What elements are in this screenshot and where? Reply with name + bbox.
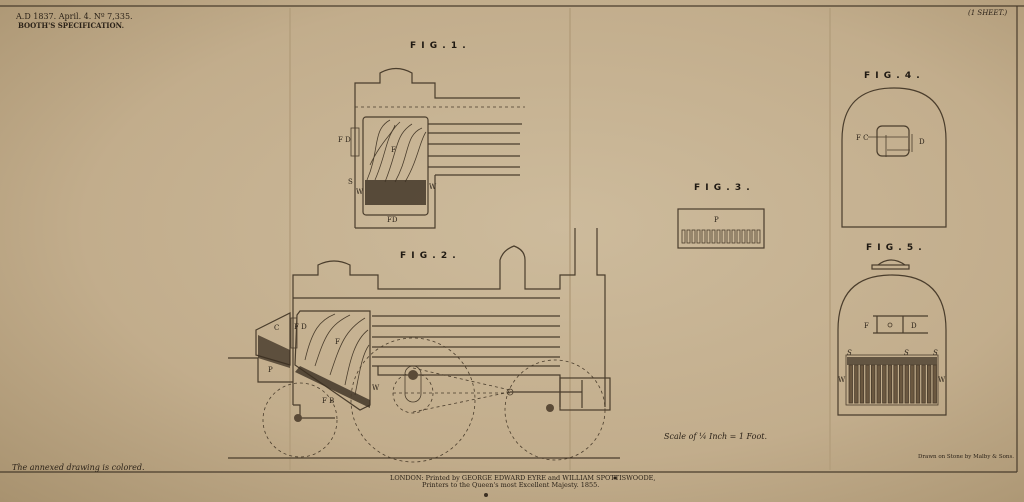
grate-bar bbox=[726, 229, 731, 244]
label: C bbox=[274, 324, 279, 332]
figure-title: F I G . 2 . bbox=[400, 251, 457, 261]
grate-bar bbox=[848, 364, 853, 404]
figure-1: F I G . 1 . F D F S W W FD bbox=[338, 41, 525, 229]
label: S bbox=[348, 178, 353, 186]
label: FD bbox=[387, 216, 398, 224]
grate-bar bbox=[696, 229, 701, 244]
sheet-count: (1 SHEET.) bbox=[968, 9, 1008, 17]
scale-note: Scale of ¼ Inch = 1 Foot. bbox=[664, 432, 768, 441]
grate-bar bbox=[876, 364, 881, 404]
grate-bar bbox=[721, 229, 726, 244]
grate-bar bbox=[927, 364, 932, 404]
label: P bbox=[268, 366, 273, 374]
grate-bar bbox=[854, 364, 859, 404]
grate-bar bbox=[871, 364, 876, 404]
label: F bbox=[335, 338, 340, 346]
label: W bbox=[372, 384, 380, 392]
label: F C bbox=[856, 134, 868, 142]
grate-bar bbox=[741, 229, 746, 244]
grate-bar bbox=[899, 364, 904, 404]
printer-line-2: Printers to the Queen's most Excellent M… bbox=[422, 481, 600, 489]
figure-4: F I G . 4 . F C D bbox=[841, 71, 947, 228]
label: F B bbox=[322, 397, 334, 405]
label: F D bbox=[338, 136, 351, 144]
colored-note: The annexed drawing is colored. bbox=[12, 463, 145, 472]
flame-hatching bbox=[366, 119, 427, 183]
grate-bar bbox=[915, 364, 921, 404]
grate-bar bbox=[751, 229, 756, 244]
figure-title: F I G . 5 . bbox=[866, 243, 923, 253]
label: W bbox=[429, 183, 437, 191]
grate-bar bbox=[859, 364, 865, 404]
grate-bar bbox=[756, 229, 761, 244]
header-patent-number: A.D 1837. April. 4. Nº 7,335. bbox=[16, 12, 133, 21]
figure-title: F I G . 4 . bbox=[864, 71, 921, 81]
grate-bar bbox=[910, 364, 915, 404]
grate-bar bbox=[893, 364, 898, 404]
grate-bar bbox=[706, 229, 711, 244]
grate-bar bbox=[731, 229, 736, 244]
grate-bar bbox=[691, 229, 696, 244]
figure-5: F I G . 5 . F D W W S S S bbox=[837, 243, 947, 416]
grate-bar bbox=[746, 229, 751, 244]
printer-line-1: LONDON: Printed by GEORGE EDWARD EYRE an… bbox=[390, 474, 656, 482]
grate-bar bbox=[932, 364, 937, 404]
grate-bar bbox=[887, 364, 893, 404]
ink-dot bbox=[613, 476, 617, 480]
label: S bbox=[933, 349, 938, 357]
lithographer-credit: Drawn on Stone by Malby & Sons. bbox=[918, 454, 1015, 460]
grate-bar bbox=[882, 364, 887, 404]
label: S bbox=[847, 349, 852, 357]
label: F bbox=[864, 322, 869, 330]
ink-dot bbox=[484, 493, 488, 497]
label: W bbox=[356, 188, 364, 196]
grate-bar bbox=[681, 229, 686, 244]
label: D bbox=[911, 322, 917, 330]
grate-bar bbox=[865, 364, 870, 404]
grate-bar bbox=[736, 229, 741, 244]
label: P bbox=[714, 216, 719, 224]
label: S bbox=[904, 349, 909, 357]
grate-bar bbox=[904, 364, 909, 404]
grate-bar bbox=[711, 229, 716, 244]
figure-3: F I G . 3 . P bbox=[677, 183, 765, 249]
label: F D bbox=[294, 323, 307, 331]
label: W bbox=[938, 376, 946, 384]
label: F bbox=[391, 146, 396, 154]
grate-bar bbox=[701, 229, 706, 244]
label: D bbox=[919, 138, 925, 146]
grate-bar bbox=[716, 229, 721, 244]
figure-title: F I G . 1 . bbox=[410, 41, 467, 51]
figure-2: F I G . 2 . C F D F P W F B bbox=[228, 228, 620, 463]
header-specification: BOOTH'S SPECIFICATION. bbox=[18, 21, 125, 30]
figure-title: F I G . 3 . bbox=[694, 183, 751, 193]
grate-bar bbox=[686, 229, 691, 244]
grate-bar bbox=[921, 364, 926, 404]
label: W bbox=[838, 376, 846, 384]
